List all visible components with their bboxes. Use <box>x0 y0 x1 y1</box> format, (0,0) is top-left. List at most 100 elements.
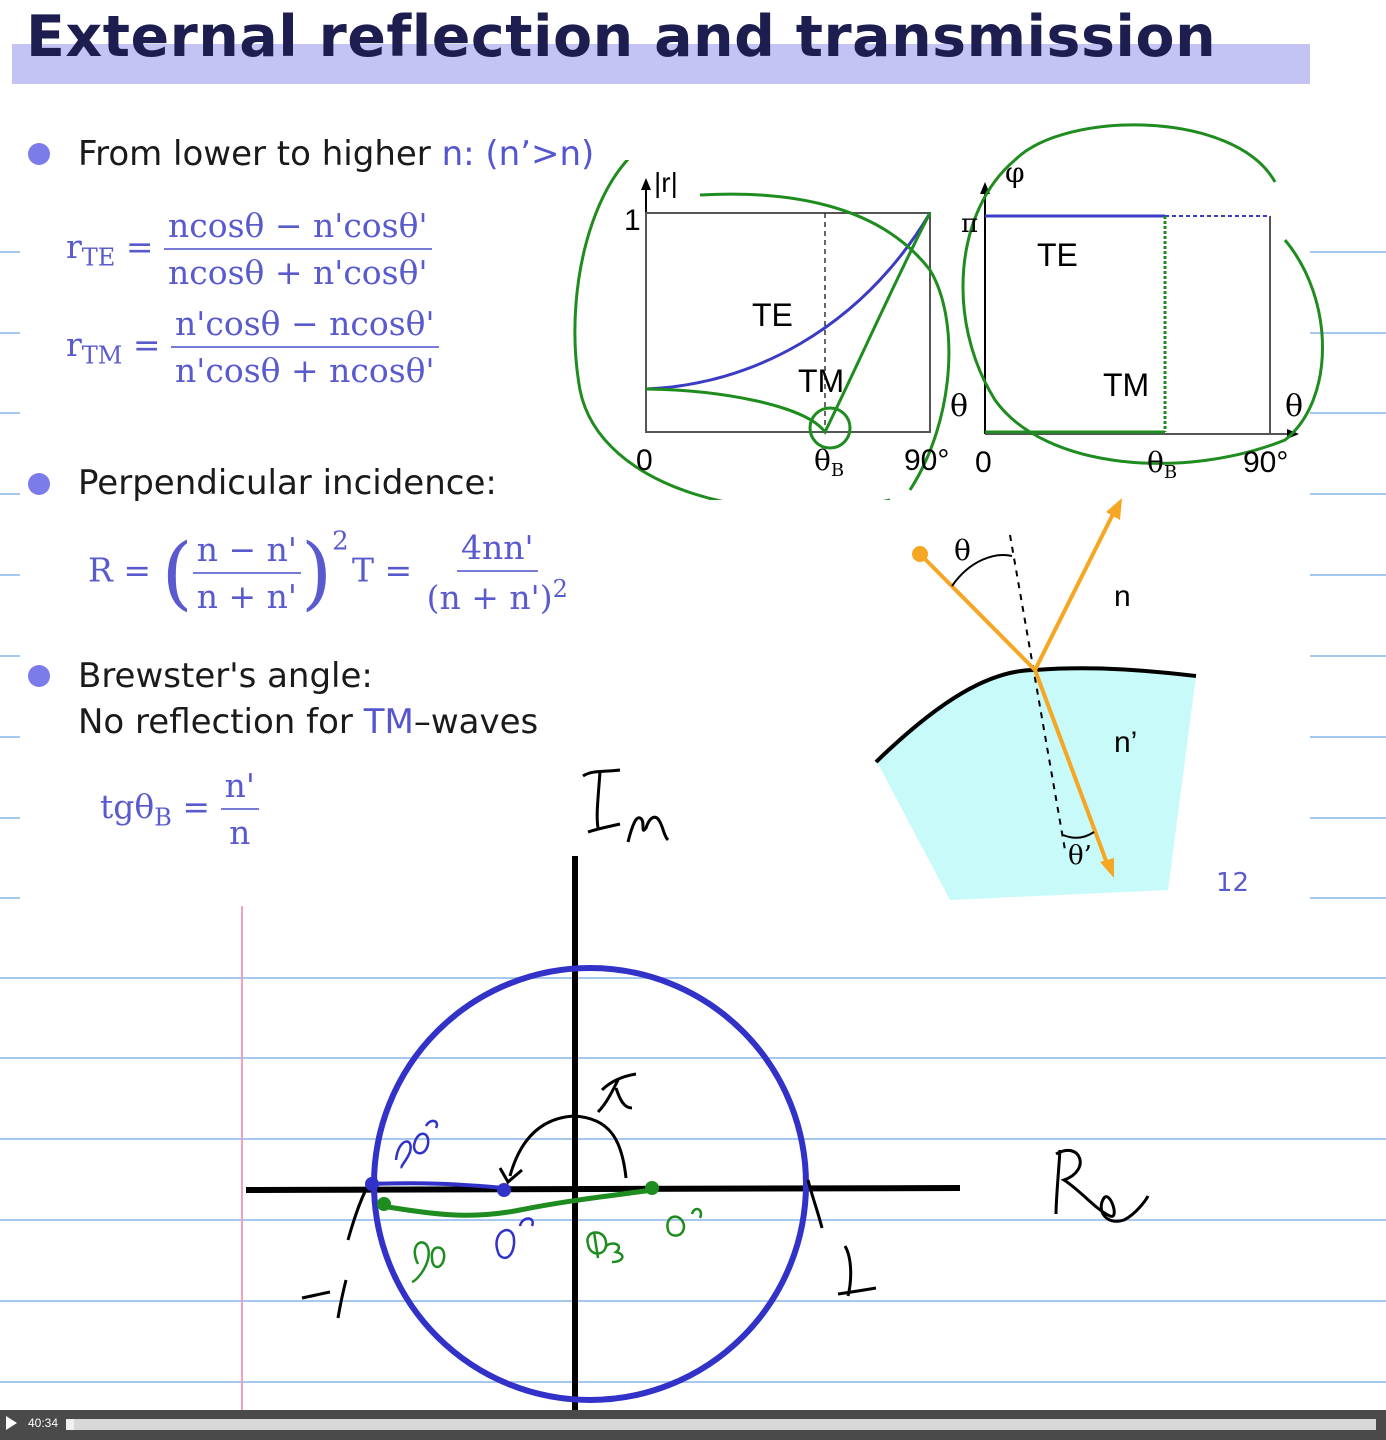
y-label: φ <box>1005 156 1025 189</box>
te-label: TE <box>1037 237 1078 273</box>
pen-te-point <box>365 1177 379 1191</box>
bullet-condition: : (n’>n) <box>463 134 595 174</box>
incident-ray <box>918 552 1037 672</box>
tick-label-thetab: θB <box>814 444 844 481</box>
source-point <box>912 546 928 562</box>
equation-r-te: rTE = ncosθ − n'cosθ' ncosθ + n'cosθ' <box>66 206 432 292</box>
pen-pi-label <box>596 1072 637 1114</box>
play-button[interactable] <box>6 1416 17 1430</box>
eq-symbol: r <box>66 227 82 266</box>
eq-paren-right: ) <box>300 526 333 619</box>
bullet-lower-to-higher: From lower to higher n: (n’>n) <box>78 134 594 174</box>
eq-subscript: B <box>154 803 172 832</box>
eq-denominator: n'cosθ + ncosθ' <box>175 351 435 390</box>
equation-brewster: tgθB = n' n <box>100 766 259 852</box>
angle-arc <box>1062 831 1095 839</box>
eq-numerator: 4nn' <box>456 528 538 572</box>
pen-90-green <box>411 1241 446 1284</box>
medium-region <box>876 668 1196 900</box>
pen-te-point <box>497 1183 511 1197</box>
seek-bar[interactable] <box>66 1419 1376 1430</box>
reflected-arrow <box>1106 498 1122 520</box>
eq-equals: = <box>182 787 211 826</box>
eq-fraction: n − n'n + n' <box>192 530 301 616</box>
bullet-tm-highlight: TM <box>363 702 414 742</box>
eq-equals: = <box>132 325 161 364</box>
tm-curve <box>645 212 932 435</box>
tm-label: TM <box>798 363 844 399</box>
pen-circle <box>808 406 852 450</box>
n-label: n <box>1114 580 1131 613</box>
pen-re-label <box>1054 1148 1150 1223</box>
tick-label: 0 <box>636 444 653 477</box>
bullet-dot <box>28 143 50 165</box>
pen-90-blue <box>394 1119 439 1169</box>
seek-bar-progress <box>66 1419 74 1430</box>
te-curve <box>645 212 932 391</box>
plot-frame <box>645 212 931 433</box>
bullet-var-n: n <box>441 134 464 174</box>
eq-exponent: 2 <box>332 526 349 557</box>
eq-exponent: 2 <box>552 575 568 603</box>
theta-prime-label: θ’ <box>1068 841 1092 871</box>
refraction-diagram: θ n n’ θ’ <box>874 498 1197 900</box>
eq-fraction: n'cosθ − ncosθ' n'cosθ + ncosθ' <box>171 304 439 390</box>
refracted-ray <box>1033 669 1110 867</box>
bullet-brewster-title: Brewster's angle: <box>78 656 373 696</box>
normal-line <box>1009 534 1066 851</box>
x-label: θ <box>1285 389 1303 424</box>
eq-symbol: tgθ <box>100 787 155 826</box>
pen-0-blue <box>495 1217 534 1259</box>
pen-0-green <box>666 1207 703 1237</box>
x-label: θ <box>950 389 968 424</box>
pen-annotation <box>699 192 951 491</box>
slide-title: External reflection and transmission <box>26 4 1217 70</box>
bullet-perpendicular: Perpendicular incidence: <box>78 463 497 503</box>
title-band <box>12 44 1310 84</box>
y-label: |r| <box>654 167 678 198</box>
equation-R: R = (n − n'n + n')2 <box>88 526 349 619</box>
bullet-text: No reflection for <box>78 702 364 742</box>
eq-subscript: TE <box>81 243 116 272</box>
time-display: 40:34 <box>28 1416 59 1430</box>
tick-label: π <box>961 209 978 239</box>
bullet-dot <box>28 473 50 495</box>
reflected-ray <box>1033 509 1117 671</box>
eq-symbol: R = <box>88 550 151 590</box>
tick-symbol: θ <box>1147 446 1164 479</box>
pen-arrowhead <box>498 1167 523 1185</box>
eq-denominator: ncosθ + n'cosθ' <box>167 253 428 292</box>
equation-T: T = 4nn' (n + n')2 <box>352 528 572 617</box>
eq-symbol: T = <box>352 550 413 590</box>
n-prime-label: n’ <box>1114 726 1137 759</box>
eq-numerator: n − n' <box>192 530 301 574</box>
eq-equals: = <box>125 227 154 266</box>
tick-label-thetab: θB <box>1147 446 1177 483</box>
theta-label: θ <box>954 534 971 567</box>
pen-minus-one <box>301 1279 348 1319</box>
pen-im-label <box>582 768 670 843</box>
te-label: TE <box>752 297 793 333</box>
eq-subscript: TM <box>81 341 123 370</box>
y-axis-arrow <box>641 178 651 190</box>
tm-label: TM <box>1103 367 1149 403</box>
pen-tm-point <box>645 1181 659 1195</box>
eq-fraction: ncosθ − n'cosθ' ncosθ + n'cosθ' <box>163 206 432 292</box>
tick-label: 90° <box>904 444 949 477</box>
eq-numerator: ncosθ − n'cosθ' <box>163 206 432 250</box>
eq-denominator: n <box>229 813 251 852</box>
eq-paren-left: ( <box>161 526 193 619</box>
eq-fraction: 4nn' (n + n')2 <box>423 528 572 617</box>
equation-r-tm: rTM = n'cosθ − ncosθ' n'cosθ + ncosθ' <box>66 304 439 390</box>
bullet-text: –waves <box>413 702 539 742</box>
pen-annotation <box>573 160 890 500</box>
plot-reflectance: |r| 1 TE TM θ 0 θB 90° <box>573 160 968 500</box>
tick-label: 90° <box>1243 446 1288 479</box>
tick-label: 0 <box>975 446 992 479</box>
eq-numerator: n'cosθ − ncosθ' <box>171 304 439 348</box>
eq-denominator: (n + n')2 <box>423 572 572 617</box>
pen-thetab-green <box>586 1231 624 1264</box>
